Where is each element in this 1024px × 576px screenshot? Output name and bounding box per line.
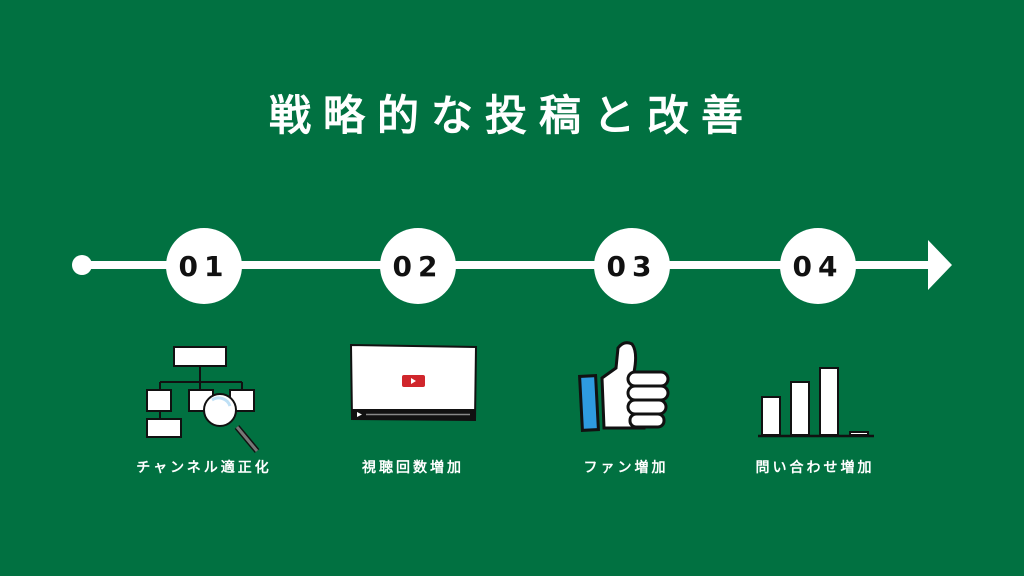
bar-chart-icon <box>758 367 874 438</box>
timeline-start-dot <box>72 255 92 275</box>
step-label-3: ファン増加 <box>583 460 669 476</box>
thumbs-up-icon <box>578 341 670 432</box>
page-title: 戦略的な投稿と改善 <box>268 91 755 140</box>
step-badge-3: 03 <box>594 228 670 304</box>
step-badge-2: 02 <box>380 228 456 304</box>
step-label-1: チャンネル適正化 <box>136 460 272 476</box>
step-label-2: 視聴回数増加 <box>362 460 464 476</box>
org-chart-search-icon <box>146 346 260 453</box>
video-player-icon <box>349 343 478 422</box>
step-label-4: 問い合わせ増加 <box>755 460 875 476</box>
step-badge-1: 01 <box>166 228 242 304</box>
step-badge-4: 04 <box>780 228 856 304</box>
arrow-head-icon <box>928 240 952 290</box>
